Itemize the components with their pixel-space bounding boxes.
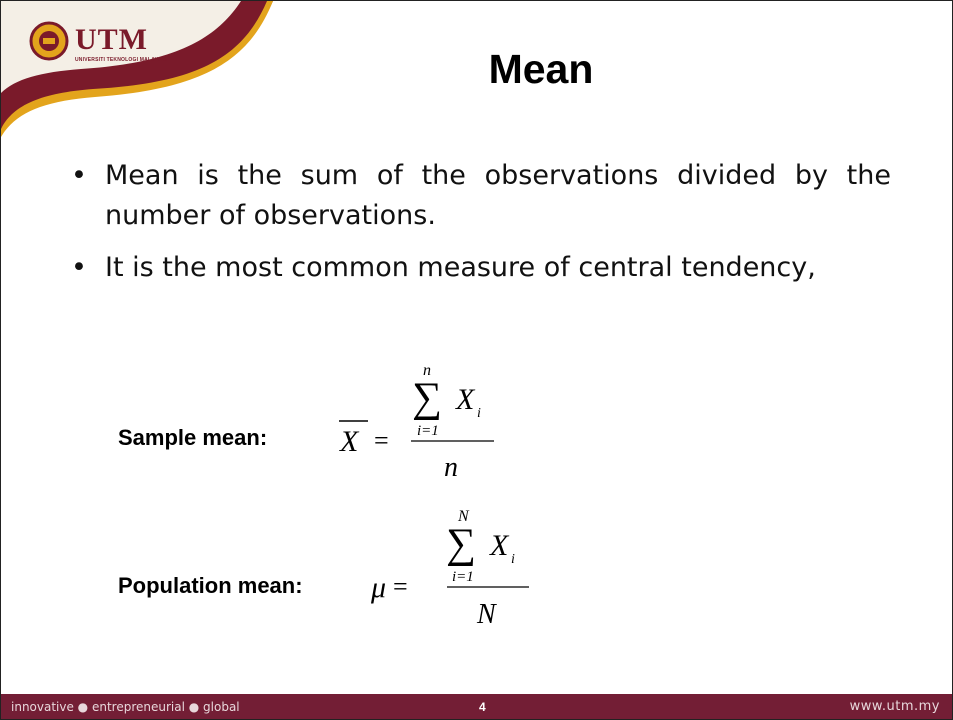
footer-url: www.utm.my <box>849 699 940 714</box>
population-mean-label: Population mean: <box>118 573 303 598</box>
page-number: 4 <box>479 700 486 714</box>
sigma-icon: ∑ <box>412 375 442 421</box>
formula-equals: = <box>393 572 408 601</box>
formula-lhs: μ <box>370 571 386 604</box>
bullet-item: It is the most common measure of central… <box>71 248 891 288</box>
population-mean-formula: μ = N ∑ X i i=1 N <box>370 508 529 630</box>
footer-bar: innovative ● entrepreneurial ● global 4 … <box>1 694 952 719</box>
bullet-list: Mean is the sum of the observations divi… <box>71 156 891 300</box>
sum-term-subscript: i <box>511 552 515 567</box>
utm-logo: UTM UNIVERSITI TEKNOLOGI MALAYSIA <box>23 13 183 69</box>
denominator: N <box>476 599 497 630</box>
sum-upper-limit: n <box>423 362 431 379</box>
sum-term: X <box>455 383 476 416</box>
sigma-icon: ∑ <box>446 521 476 567</box>
logo-wordmark: UTM <box>75 23 148 56</box>
sum-lower-limit: i=1 <box>452 569 474 585</box>
footer-tagline: innovative ● entrepreneurial ● global <box>11 700 240 714</box>
crest-icon <box>29 21 69 61</box>
sum-upper-limit: N <box>457 508 470 525</box>
bullet-item: Mean is the sum of the observations divi… <box>71 156 891 236</box>
sum-term: X <box>489 529 510 562</box>
slide-title: Mean <box>488 46 594 92</box>
sample-mean-label: Sample mean: <box>118 425 268 450</box>
sum-lower-limit: i=1 <box>417 423 439 439</box>
sum-term-subscript: i <box>477 406 481 421</box>
corner-decoration <box>1 1 273 137</box>
formula-lhs: X <box>339 425 360 458</box>
formula-equals: = <box>374 426 389 455</box>
denominator: n <box>444 452 458 483</box>
sample-mean-formula: X = n ∑ X i i=1 n <box>339 362 494 483</box>
logo-subtitle: UNIVERSITI TEKNOLOGI MALAYSIA <box>75 57 168 63</box>
